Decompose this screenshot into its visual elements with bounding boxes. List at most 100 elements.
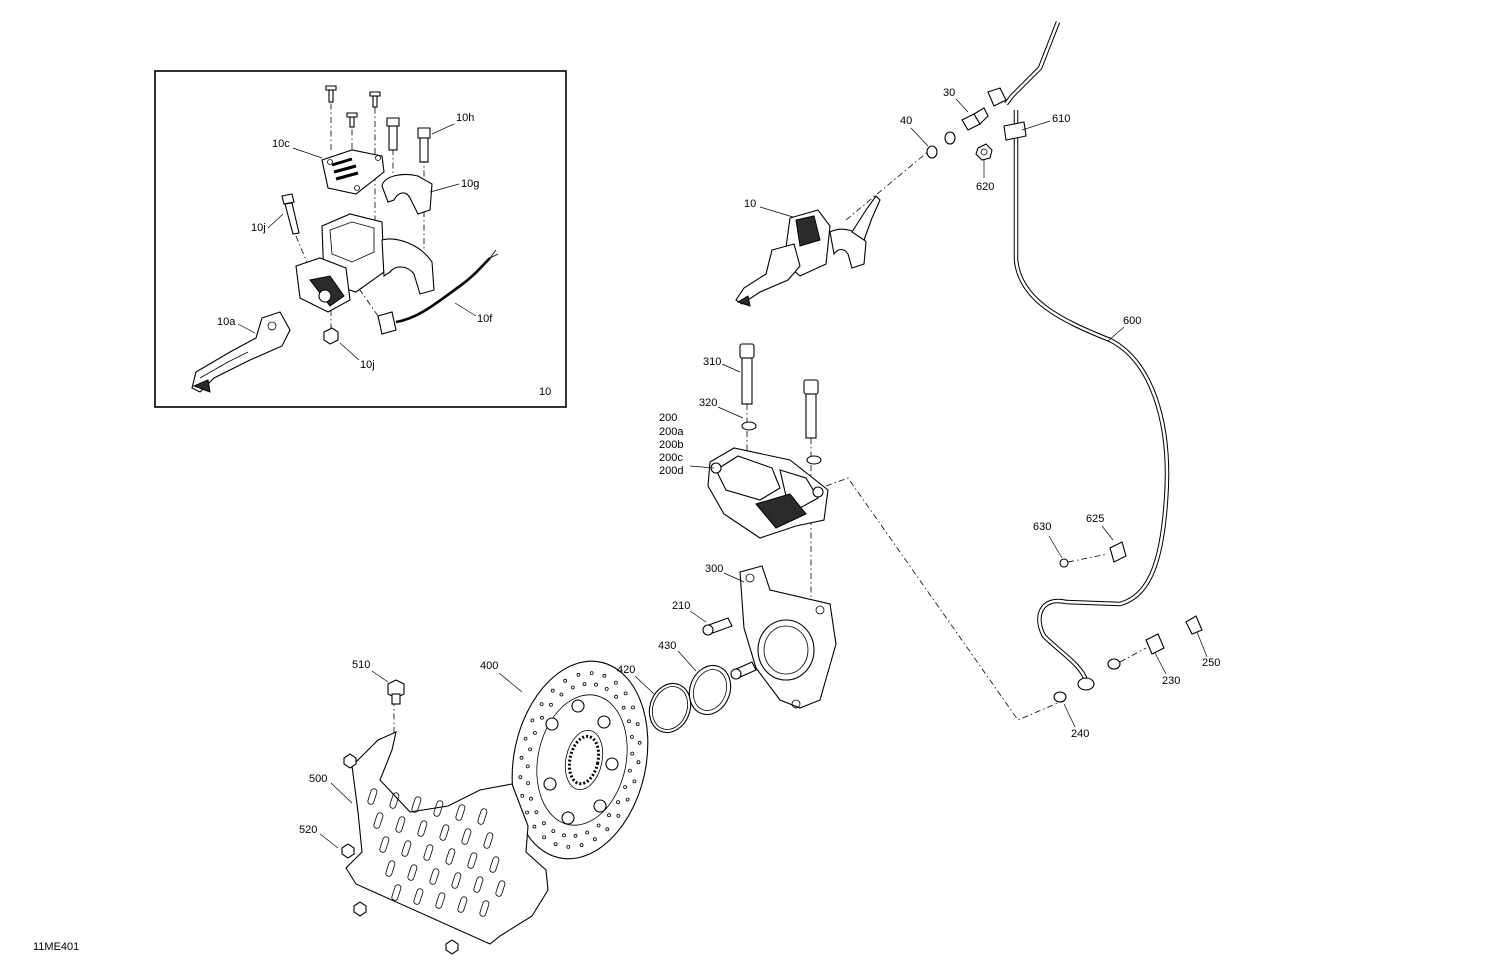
callout-label: 430 [658,640,676,652]
disc-hole [563,678,568,683]
disc-hole [630,751,635,756]
guard-slot [417,820,428,837]
leader-line [1101,525,1114,541]
callout-label: 320 [699,397,717,409]
inset-number: 10 [539,386,551,398]
guard-slot [401,840,412,857]
caliper-label-0: 200 [659,412,677,424]
callout-label: 240 [1071,728,1089,740]
disc-hole [607,813,611,818]
leader-line [723,572,745,583]
leader-line [292,147,323,159]
callout-600: 600 [1107,315,1141,342]
disc-hole [551,829,556,833]
guard-slot [367,788,378,805]
disc-hole [614,680,618,685]
disc-hole [616,814,621,818]
callout-label: 10 [744,198,756,210]
callout-10f: 10f [454,302,493,325]
leader-line [1154,652,1167,675]
leader-line [717,406,744,419]
guard-slot [413,888,424,905]
callout-240: 240 [1063,703,1089,740]
guard-slot [479,900,490,917]
leader-line [721,363,741,373]
caliper-label-stack: 200 200a 200b 200c 200d [659,412,715,477]
callout-10h: 10h [431,112,474,135]
disc-hole [519,755,524,760]
master-cylinder-assembly [735,149,931,307]
disc-hole [550,688,555,693]
disc-hole [559,692,564,697]
leader-line [759,206,794,218]
leader-line [431,123,455,135]
guard-slot [461,828,472,845]
disc-hole [592,837,597,842]
callout-610: 610 [1021,113,1070,131]
leader-line [330,782,353,804]
leader-line [689,610,707,623]
leader-line [267,213,284,229]
disc-hole [518,775,523,780]
leader-line [1107,326,1125,342]
disc-guard [341,679,549,955]
leader-line [319,833,339,849]
callout-label: 40 [900,115,912,127]
disc-hole [605,827,610,832]
callout-label: 500 [309,773,327,785]
disc-hole [614,694,618,699]
leader-line [634,675,655,695]
callout-10g: 10g [429,178,479,193]
callout-label: 610 [1052,113,1070,125]
disc-hole [576,672,581,677]
brake-switch-cable [359,249,499,335]
callout-label: 10j [360,359,375,371]
disc-hole [566,845,571,849]
nut-630 [1059,558,1069,568]
disc-hole [570,685,575,690]
guard-slot [391,884,402,901]
callout-210: 210 [672,600,707,623]
brake-hose [987,21,1170,691]
guard-slot [445,848,456,865]
leader-line [429,183,460,193]
fitting-250 [1185,615,1203,635]
disc-hole [627,719,631,724]
callout-label: 520 [299,824,317,836]
inset-master-cylinder-detail [154,70,567,408]
handlebar-clamp [381,173,433,215]
washer-40b [944,131,956,145]
disc-hole [579,843,584,848]
disc-hole [596,823,601,828]
callout-10c: 10c [272,138,323,159]
callout-10a: 10a [217,316,256,334]
disc-hole [636,760,641,765]
diagram-code: 11ME401 [33,941,79,953]
pivot-nut [323,310,339,345]
bleeder-230 [1145,633,1165,655]
o-rings [648,664,732,734]
disc-hole [530,718,535,723]
callout-400: 400 [480,660,523,693]
disc-hole [637,740,642,745]
disc-hole [533,731,537,735]
inset-callout-layer: 10h 10c 10g 10j 10a 10f 10j [217,112,493,371]
guard-slot [439,824,450,841]
caliper-fittings [825,477,1203,721]
brake-caliper [707,447,829,539]
disc-hole [526,781,530,785]
callout-510: 510 [352,659,389,683]
brake-disc [511,660,649,860]
callout-label: 420 [617,664,635,676]
callout-40: 40 [900,115,929,147]
callout-label: 10j [251,222,266,234]
washer-40 [926,145,938,159]
callout-label: 10f [477,313,493,325]
callout-label: 210 [672,600,690,612]
leader-line [955,98,969,113]
callout-label: 600 [1123,315,1141,327]
callout-630: 630 [1033,521,1063,559]
callout-label: 400 [480,660,498,672]
